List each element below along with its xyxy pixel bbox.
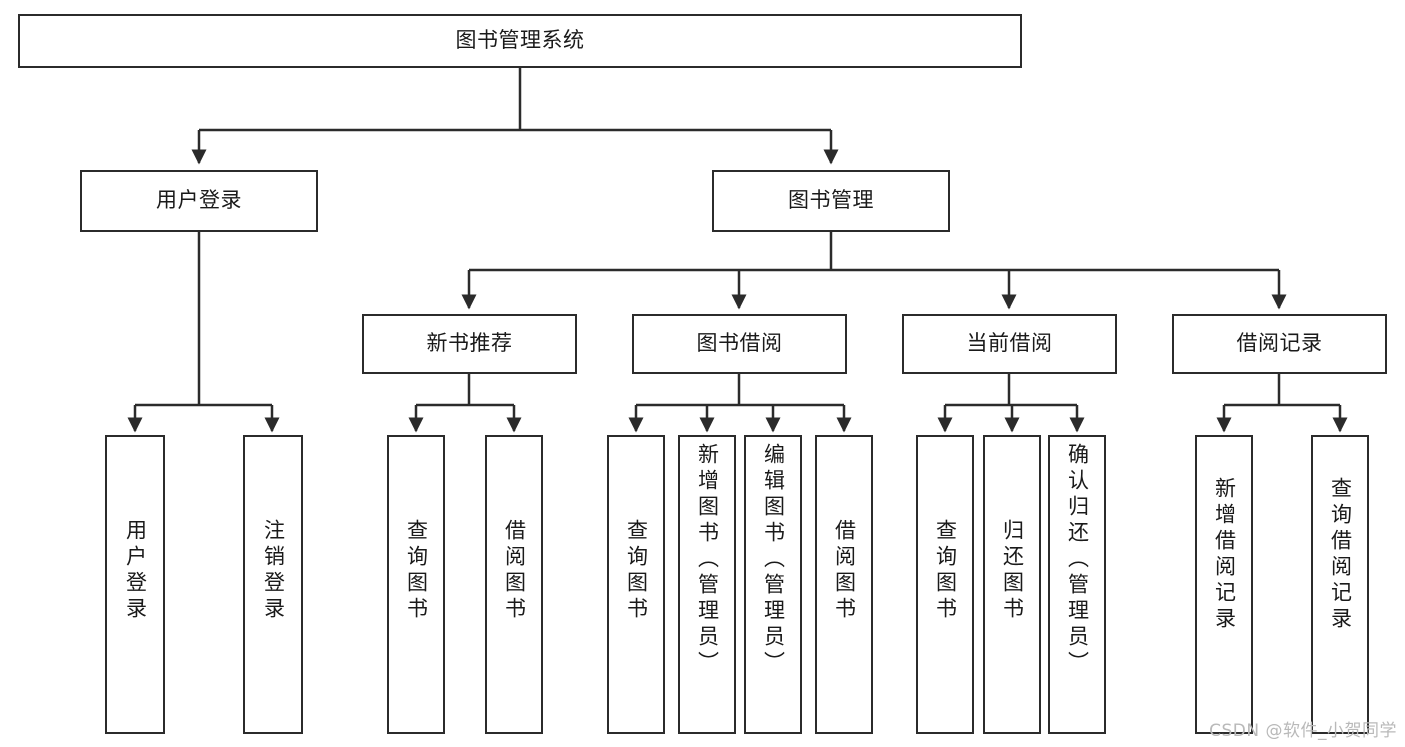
leaf-add-borrow-record[interactable]: 新增借阅记录 — [1195, 435, 1253, 734]
node-label: 图书管理系统 — [455, 28, 585, 53]
leaf-borrow-book[interactable]: 借阅图书 — [815, 435, 873, 734]
node-label: 确认归还（管理员） — [1065, 443, 1090, 677]
node-label: 新增借阅记录 — [1212, 477, 1237, 633]
node-borrow-record[interactable]: 借阅记录 — [1172, 314, 1387, 374]
leaf-edit-book-admin[interactable]: 编辑图书（管理员） — [744, 435, 802, 734]
leaf-borrow-book-recommendation[interactable]: 借阅图书 — [485, 435, 543, 734]
node-new-book-recommendation[interactable]: 新书推荐 — [362, 314, 577, 374]
node-label: 查询图书 — [933, 519, 958, 623]
node-label: 归还图书 — [1000, 519, 1025, 623]
leaf-query-book-current[interactable]: 查询图书 — [916, 435, 974, 734]
leaf-add-book-admin[interactable]: 新增图书（管理员） — [678, 435, 736, 734]
node-label: 用户登录 — [156, 188, 242, 213]
node-label: 新书推荐 — [426, 331, 513, 356]
node-label: 借阅图书 — [832, 519, 857, 623]
leaf-query-book-borrow[interactable]: 查询图书 — [607, 435, 665, 734]
node-label: 查询图书 — [624, 519, 649, 623]
node-root-book-management-system[interactable]: 图书管理系统 — [18, 14, 1022, 68]
node-label: 用户登录 — [123, 519, 148, 623]
csdn-watermark: CSDN @软件_小贺同学 — [1209, 721, 1397, 741]
node-label: 注销登录 — [261, 519, 286, 623]
node-label: 借阅图书 — [502, 519, 527, 623]
node-current-borrow[interactable]: 当前借阅 — [902, 314, 1117, 374]
node-user-login[interactable]: 用户登录 — [80, 170, 318, 232]
leaf-query-book-recommendation[interactable]: 查询图书 — [387, 435, 445, 734]
leaf-query-borrow-record[interactable]: 查询借阅记录 — [1311, 435, 1369, 734]
node-label: 图书管理 — [788, 188, 874, 213]
node-label: 编辑图书（管理员） — [761, 443, 786, 677]
node-label: 新增图书（管理员） — [695, 443, 720, 677]
leaf-confirm-return-admin[interactable]: 确认归还（管理员） — [1048, 435, 1106, 734]
leaf-user-logout[interactable]: 注销登录 — [243, 435, 303, 734]
node-label: 查询借阅记录 — [1328, 477, 1353, 633]
leaf-return-book[interactable]: 归还图书 — [983, 435, 1041, 734]
node-label: 借阅记录 — [1236, 331, 1323, 356]
node-label: 查询图书 — [404, 519, 429, 623]
node-book-management[interactable]: 图书管理 — [712, 170, 950, 232]
node-label: 图书借阅 — [696, 331, 783, 356]
leaf-user-login[interactable]: 用户登录 — [105, 435, 165, 734]
node-label: 当前借阅 — [966, 331, 1053, 356]
node-book-borrow[interactable]: 图书借阅 — [632, 314, 847, 374]
